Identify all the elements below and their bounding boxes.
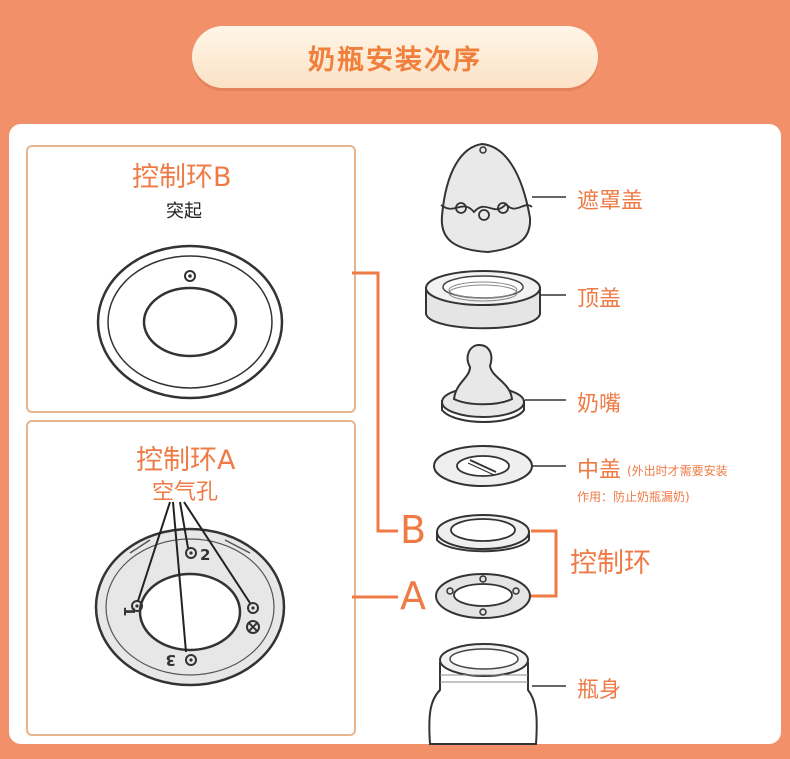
part-label-top-lid: 顶盖 [577,287,622,312]
vent-hole-2 [185,547,197,559]
diagram-panel: 控制环B 突起 控制环A 空气孔 [9,124,781,744]
ring-a-title: 控制环A [136,445,236,476]
vent-hole-3 [185,654,197,666]
vent-pointer-lines [137,501,251,653]
middle-cap-note-line1: (外出时才需要安装 [627,464,728,478]
control-ring-a [435,573,531,619]
closed-hole [247,602,259,614]
hole-number-1: 1 [120,606,138,616]
nipple [441,343,525,423]
part-label-middle-cap: 中盖 [577,458,622,483]
bump-marker [184,270,196,282]
part-leader-lines [525,196,566,687]
control-ring-label: 控制环 [570,548,651,579]
page-title: 奶瓶安装次序 [308,44,482,76]
ring-b-illustration [96,244,284,400]
middle-cap-note-line2: 作用：防止奶瓶漏奶) [577,490,690,504]
title-banner: 奶瓶安装次序 [192,26,598,88]
ring-b-detail-box: 控制环B 突起 [26,145,356,413]
bottle-body [428,643,538,745]
connector-lines [352,271,398,599]
part-label-hood: 遮罩盖 [577,189,644,214]
hood-cap [440,142,533,254]
top-lid [425,270,541,330]
vent-label: 空气孔 [152,480,219,505]
ring-a-illustration [94,527,286,687]
ring-b-title: 控制环B [132,162,232,193]
vent-hole-1 [131,600,143,612]
control-ring-bracket [531,529,558,598]
ring-letter-a: A [400,574,426,618]
part-label-bottle-body: 瓶身 [577,678,622,703]
middle-cap [433,445,533,487]
hole-number-2: 2 [200,546,210,564]
control-ring-b [436,514,530,553]
ring-letter-b: B [400,508,427,552]
hole-number-3: 3 [166,651,176,669]
blocked-hole-icon [246,620,260,634]
part-label-nipple: 奶嘴 [577,392,622,417]
bump-label: 突起 [166,201,202,222]
